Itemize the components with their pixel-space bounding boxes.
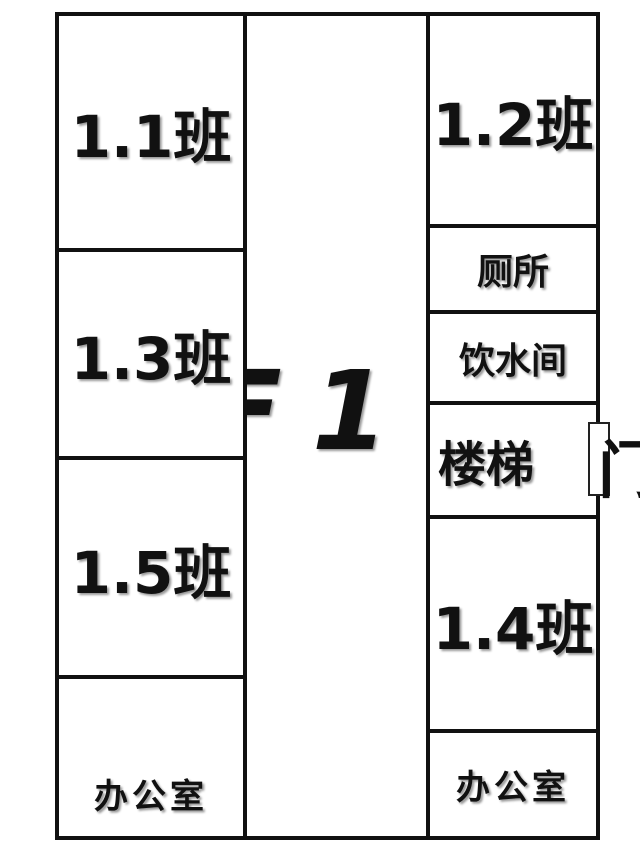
room-label: 1.4班 — [432, 595, 594, 663]
toilet: 厕所 — [426, 224, 600, 314]
door-label: 门 — [598, 434, 640, 507]
door — [588, 422, 610, 496]
room-label: 1.5班 — [70, 538, 232, 607]
room-label: 厕所 — [476, 252, 549, 293]
room-1-4: 1.4班 — [426, 515, 600, 733]
stairs: 楼梯 — [426, 401, 600, 519]
room-label: 1.2班 — [432, 91, 594, 159]
room-1-1: 1.1班 — [55, 12, 247, 252]
office-right: 办公室 — [426, 729, 600, 840]
room-label: 1.1班 — [70, 103, 232, 171]
room-1-2: 1.2班 — [426, 12, 600, 228]
room-label: 1.3班 — [70, 325, 232, 393]
room-1-3: 1.3班 — [55, 248, 247, 460]
room-label: 饮水间 — [458, 340, 567, 382]
room-1-5: 1.5班 — [55, 456, 247, 679]
room-label: 办公室 — [456, 768, 570, 808]
water-room: 饮水间 — [426, 310, 600, 405]
room-label: 办公室 — [94, 777, 208, 817]
room-label: 楼梯 — [438, 437, 535, 493]
office-left: 办公室 — [55, 675, 247, 840]
